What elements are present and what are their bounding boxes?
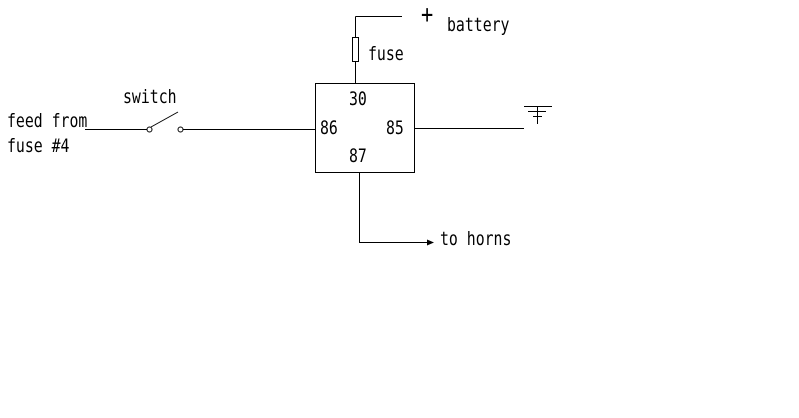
relay-box [315,83,415,173]
switch-lever [150,111,179,128]
fuse-label: fuse [368,43,404,65]
relay-pin-85: 85 [386,117,404,139]
switch-label: switch [123,86,177,108]
battery-wire [355,16,402,37]
battery-plus-sign: + [421,0,434,30]
feed-label-line2: fuse #4 [7,135,70,157]
relay-pin-30: 30 [349,88,367,110]
to-horns-label: to horns [440,228,512,250]
fuse-symbol [352,37,359,62]
ground-icon [524,106,552,124]
relay-pin-87: 87 [349,145,367,167]
arrow-icon [427,239,434,246]
feed-label-line1: feed from [7,110,88,132]
switch-contact-left [146,126,153,133]
relay-pin-86: 86 [320,117,338,139]
switch-contact-right [177,126,184,133]
battery-label: battery [447,14,510,36]
horn-wire [359,173,428,243]
